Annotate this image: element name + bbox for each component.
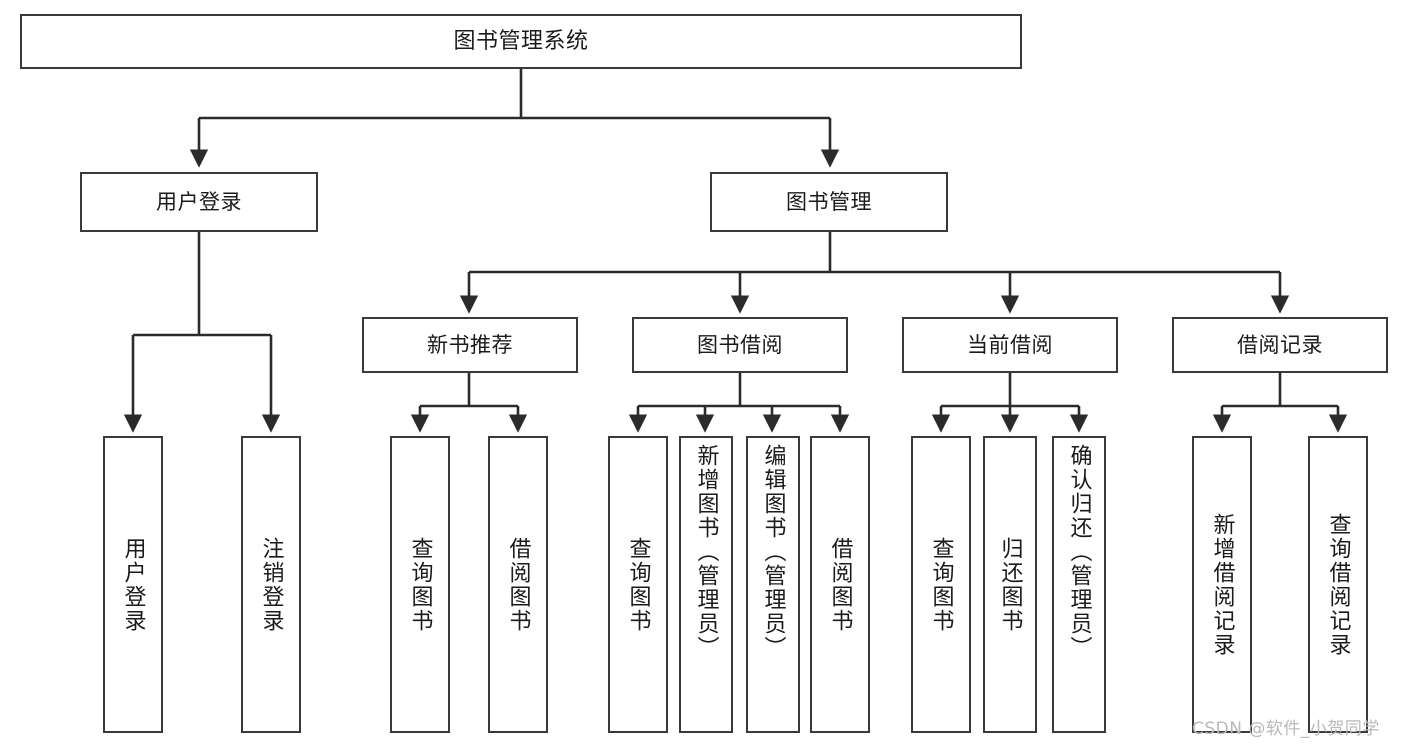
leaf-borrow-book[interactable]: 借阅图书: [810, 436, 870, 733]
leaf-user-login[interactable]: 用户登录: [103, 436, 163, 733]
node-label: 用户登录: [156, 189, 242, 214]
vert-text-wrap: 归还图书: [997, 438, 1023, 731]
node-current-borrow[interactable]: 当前借阅: [902, 317, 1118, 373]
leaf-borrow-book-recommend[interactable]: 借阅图书: [488, 436, 548, 733]
node-label: 借阅记录: [1237, 332, 1323, 357]
vert-text-wrap: 查询借阅记录: [1325, 438, 1351, 731]
node-label: 用户登录: [120, 536, 146, 633]
leaf-edit-book-admin[interactable]: 编辑图书（管理员）: [746, 436, 800, 733]
node-label: 图书借阅: [697, 332, 783, 357]
node-label: 归还图书: [997, 536, 1023, 633]
vert-text-wrap: 编辑图书（管理员）: [760, 438, 786, 737]
node-label: 确认归还（管理员）: [1066, 444, 1092, 660]
leaf-query-book-current[interactable]: 查询图书: [911, 436, 971, 733]
node-label: 新书推荐: [427, 332, 513, 357]
node-label: 查询借阅记录: [1325, 512, 1351, 657]
node-label: 编辑图书（管理员）: [760, 444, 786, 660]
leaf-query-book-borrow[interactable]: 查询图书: [608, 436, 668, 733]
node-label: 图书管理系统: [453, 28, 589, 54]
leaf-logout[interactable]: 注销登录: [241, 436, 301, 733]
node-label: 当前借阅: [967, 332, 1053, 357]
node-borrow-records[interactable]: 借阅记录: [1172, 317, 1388, 373]
node-label: 借阅图书: [505, 536, 531, 633]
node-label: 查询图书: [407, 536, 433, 633]
node-label: 新增图书（管理员）: [693, 444, 719, 660]
leaf-return-book[interactable]: 归还图书: [983, 436, 1037, 733]
leaf-confirm-return-admin[interactable]: 确认归还（管理员）: [1052, 436, 1106, 733]
leaf-query-book-recommend[interactable]: 查询图书: [390, 436, 450, 733]
node-book-management[interactable]: 图书管理: [710, 172, 948, 232]
vert-text-wrap: 查询图书: [928, 438, 954, 731]
leaf-add-book-admin[interactable]: 新增图书（管理员）: [679, 436, 733, 733]
node-book-borrow[interactable]: 图书借阅: [632, 317, 848, 373]
vert-text-wrap: 查询图书: [407, 438, 433, 731]
vert-text-wrap: 查询图书: [625, 438, 651, 731]
node-label: 查询图书: [928, 536, 954, 633]
node-label: 新增借阅记录: [1209, 512, 1235, 657]
vert-text-wrap: 借阅图书: [505, 438, 531, 731]
node-label: 注销登录: [258, 536, 284, 633]
vert-text-wrap: 借阅图书: [827, 438, 853, 731]
vert-text-wrap: 新增图书（管理员）: [693, 438, 719, 737]
node-label: 图书管理: [786, 189, 872, 214]
vert-text-wrap: 确认归还（管理员）: [1066, 438, 1092, 737]
node-user-login[interactable]: 用户登录: [80, 172, 318, 232]
vert-text-wrap: 新增借阅记录: [1209, 438, 1235, 731]
vert-text-wrap: 用户登录: [120, 438, 146, 731]
watermark: CSDN @软件_小贺同学: [1192, 719, 1380, 739]
vert-text-wrap: 注销登录: [258, 438, 284, 731]
leaf-query-borrow-record[interactable]: 查询借阅记录: [1308, 436, 1368, 733]
leaf-add-borrow-record[interactable]: 新增借阅记录: [1192, 436, 1252, 733]
node-label: 查询图书: [625, 536, 651, 633]
node-new-book-recommend[interactable]: 新书推荐: [362, 317, 578, 373]
node-root-system[interactable]: 图书管理系统: [20, 14, 1022, 69]
node-label: 借阅图书: [827, 536, 853, 633]
